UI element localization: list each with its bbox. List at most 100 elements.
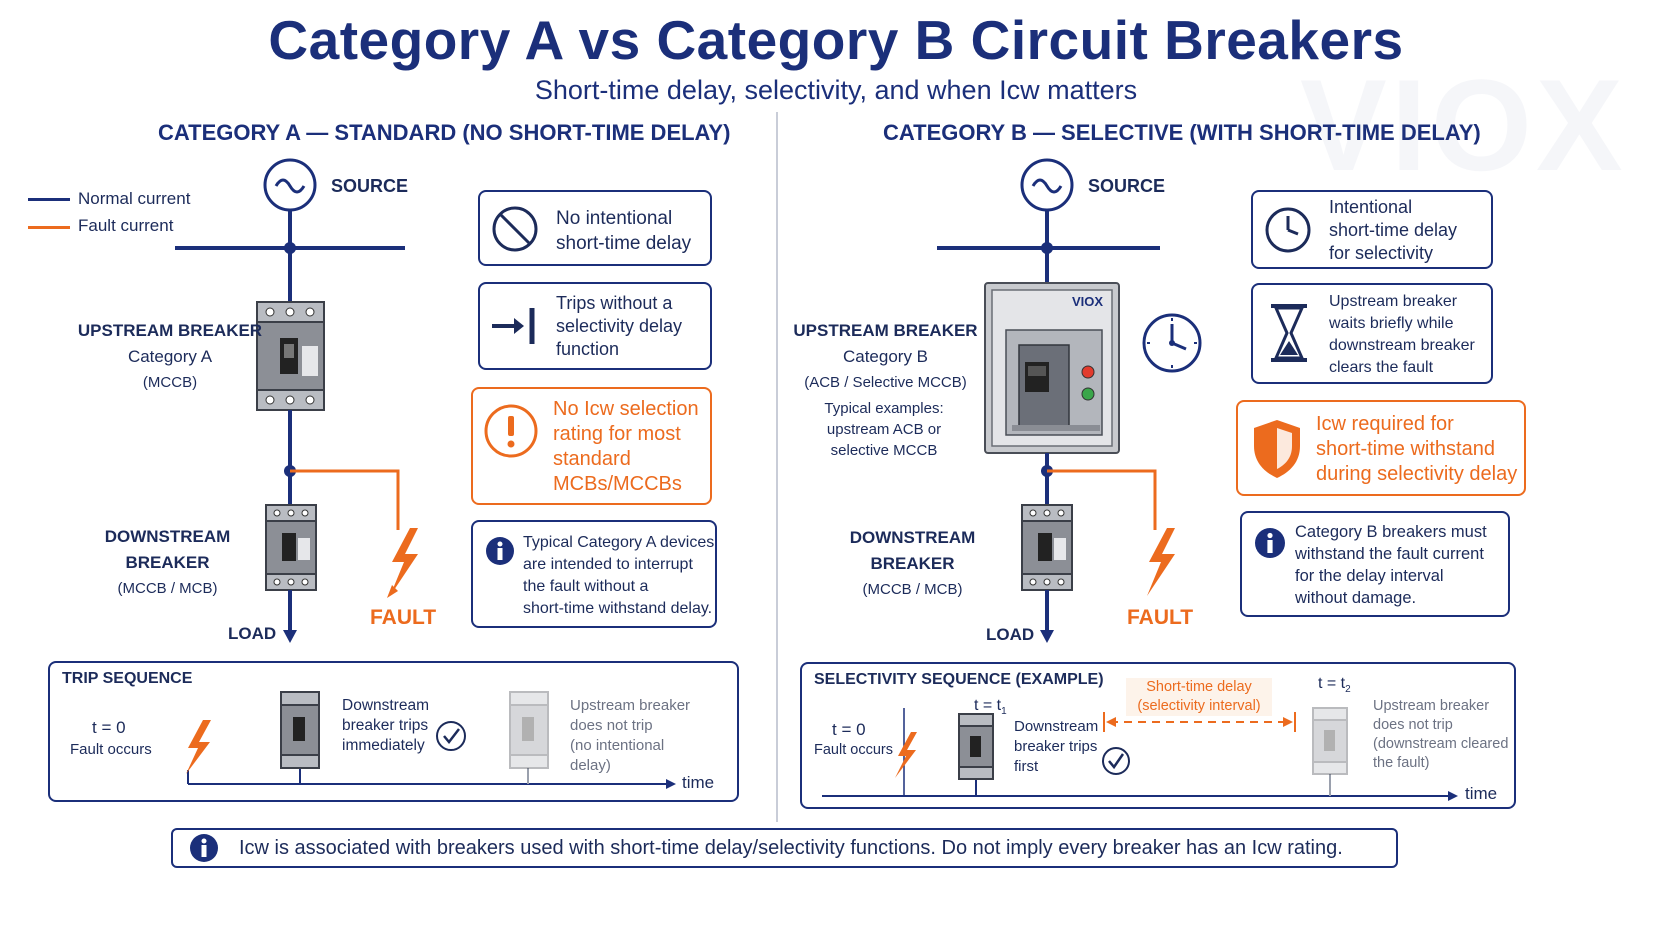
trip-up-2: does not trip bbox=[570, 717, 653, 734]
delay-text-2: (selectivity interval) bbox=[1137, 698, 1261, 714]
delay-text-1: Short-time delay bbox=[1146, 679, 1252, 695]
sequence-upstream-breaker-faded-icon bbox=[509, 691, 549, 769]
typical-category-a-box: Typical Category A devices are intended … bbox=[471, 520, 717, 628]
sel-t1-text: t = t bbox=[974, 697, 1002, 714]
upstream-a-line2: Category A bbox=[127, 347, 213, 366]
normal-current-legend-swatch bbox=[28, 198, 70, 201]
trips-without-delay-box: Trips without a selectivity delay functi… bbox=[478, 282, 712, 370]
sel-t2-text: t = t bbox=[1318, 675, 1346, 692]
withstand-text-1: Category B breakers must bbox=[1295, 523, 1487, 541]
sel-check-circle-icon bbox=[1102, 747, 1130, 775]
trip-downstream-text: Downstream breaker trips immediately bbox=[342, 696, 429, 756]
trip-t0-label: t = 0 bbox=[92, 718, 126, 737]
waits-text-3: downstream breaker bbox=[1329, 337, 1475, 354]
trip-fault-occurs-label: Fault occurs bbox=[70, 741, 152, 758]
fault-label-b: FAULT bbox=[1127, 606, 1194, 629]
upstream-breaker-a-label: UPSTREAM BREAKER Category A (MCCB) bbox=[70, 318, 270, 396]
typical-a-text-1: Typical Category A devices bbox=[523, 534, 715, 551]
intentional-delay-box: Intentional short-time delay for selecti… bbox=[1251, 190, 1493, 269]
sel-up-4: the fault) bbox=[1373, 755, 1430, 771]
upstream-waits-box: Upstream breaker waits briefly while dow… bbox=[1251, 283, 1493, 384]
upstream-b-line3: (ACB / Selective MCCB) bbox=[804, 374, 967, 391]
category-b-title: CATEGORY B — SELECTIVE (WITH SHORT-TIME … bbox=[883, 120, 1481, 145]
shield-icon bbox=[1254, 420, 1300, 478]
arrow-to-bar-icon bbox=[492, 308, 535, 344]
category-a-title: CATEGORY A — STANDARD (NO SHORT-TIME DEL… bbox=[158, 120, 731, 145]
sel-t1-label: t = t1 bbox=[974, 696, 1007, 722]
sel-up-1: Upstream breaker bbox=[1373, 698, 1490, 714]
upstream-a-line1: UPSTREAM BREAKER bbox=[77, 321, 263, 340]
icw-required-text-2: short-time withstand bbox=[1316, 438, 1495, 460]
info-b-icon bbox=[1255, 528, 1285, 558]
footer-info-icon bbox=[190, 834, 218, 862]
trip-down-2: breaker trips bbox=[342, 717, 429, 734]
trip-sequence-title: TRIP SEQUENCE bbox=[62, 670, 193, 687]
downstream-a-line2: (MCCB / MCB) bbox=[117, 580, 218, 597]
load-label-a: LOAD bbox=[228, 624, 277, 643]
trip-down-1: Downstream bbox=[342, 697, 429, 714]
load-label-b: LOAD bbox=[986, 625, 1035, 644]
sel-down-3: first bbox=[1014, 758, 1039, 775]
icw-required-text-1: Icw required for bbox=[1316, 413, 1454, 435]
sequence-downstream-breaker-icon bbox=[280, 691, 320, 769]
upstream-a-line3: (MCCB) bbox=[142, 374, 198, 391]
check-circle-icon bbox=[436, 721, 466, 751]
trip-time-axis-label: time bbox=[682, 773, 715, 792]
clock-icon bbox=[1265, 207, 1311, 253]
fault-current-legend-label: Fault current bbox=[78, 216, 174, 235]
sel-up-2: does not trip bbox=[1373, 717, 1453, 733]
brand-watermark: VIOX bbox=[1300, 52, 1627, 198]
typical-a-text-4: short-time withstand delay. bbox=[523, 600, 713, 617]
sel-time-axis-label: time bbox=[1465, 784, 1498, 803]
withstand-text-2: withstand the fault current bbox=[1295, 545, 1484, 563]
sequence-fault-lightning-icon bbox=[186, 720, 211, 774]
load-arrow-icon bbox=[283, 630, 297, 643]
sel-t2-label: t = t2 bbox=[1318, 674, 1351, 700]
icw-required-text-3: during selectivity delay bbox=[1316, 463, 1518, 485]
trip-up-1: Upstream breaker bbox=[570, 697, 691, 714]
downstream-breaker-a-icon bbox=[265, 504, 317, 591]
trips-text-2: selectivity delay bbox=[556, 316, 683, 336]
fault-lightning-b-icon bbox=[1147, 528, 1175, 596]
acb-brand-label: VIOX bbox=[1072, 294, 1104, 309]
upstream-acb-icon bbox=[984, 282, 1120, 454]
hourglass-icon bbox=[1271, 304, 1307, 362]
footer-note-text: Icw is associated with breakers used wit… bbox=[239, 837, 1343, 859]
trip-up-3: (no intentional bbox=[570, 737, 665, 754]
intentional-text-1: Intentional bbox=[1329, 197, 1413, 217]
downstream-breaker-a-label: DOWNSTREAM BREAKER (MCCB / MCB) bbox=[65, 524, 270, 602]
waits-text-4: clears the fault bbox=[1329, 359, 1434, 376]
trip-sequence-panel bbox=[48, 661, 739, 802]
sel-downstream-text: Downstream breaker trips first bbox=[1014, 717, 1098, 777]
trip-upstream-text: Upstream breaker does not trip (no inten… bbox=[570, 696, 690, 776]
withstand-text-3: for the delay interval bbox=[1295, 567, 1444, 585]
sel-downstream-breaker-icon bbox=[958, 713, 994, 780]
footer-note-box: Icw is associated with breakers used wit… bbox=[171, 828, 1398, 868]
trip-up-4: delay) bbox=[570, 757, 611, 774]
category-b-withstand-box: Category B breakers must withstand the f… bbox=[1240, 511, 1510, 617]
no-icw-box: No Icw selection rating for most standar… bbox=[471, 387, 712, 505]
normal-current-legend-label: Normal current bbox=[78, 189, 191, 208]
sel-t2-sub: 2 bbox=[1345, 684, 1351, 696]
downstream-breaker-b-icon bbox=[1021, 504, 1073, 591]
sel-upstream-text: Upstream breaker does not trip (downstre… bbox=[1373, 697, 1508, 773]
page-title: Category A vs Category B Circuit Breaker… bbox=[268, 9, 1404, 71]
upstream-breaker-a-icon bbox=[256, 301, 325, 411]
sel-down-1: Downstream bbox=[1014, 718, 1099, 735]
section-divider bbox=[776, 112, 778, 822]
no-delay-box: No intentional short-time delay bbox=[478, 190, 712, 266]
page-subtitle: Short-time delay, selectivity, and when … bbox=[534, 75, 1138, 105]
no-icw-text-1: No Icw selection bbox=[553, 398, 699, 420]
typical-a-text-3: the fault without a bbox=[523, 578, 649, 595]
trips-text-3: function bbox=[556, 339, 620, 359]
intentional-text-2: short-time delay bbox=[1329, 220, 1458, 240]
waits-text-1: Upstream breaker bbox=[1329, 293, 1458, 310]
no-delay-text-2: short-time delay bbox=[556, 233, 692, 254]
intentional-text-3: for selectivity bbox=[1329, 243, 1434, 263]
fault-current-legend-swatch bbox=[28, 226, 70, 229]
upstream-b-line1: UPSTREAM BREAKER bbox=[793, 321, 978, 340]
sel-down-2: breaker trips bbox=[1014, 738, 1098, 755]
source-label-a: SOURCE bbox=[331, 176, 409, 196]
